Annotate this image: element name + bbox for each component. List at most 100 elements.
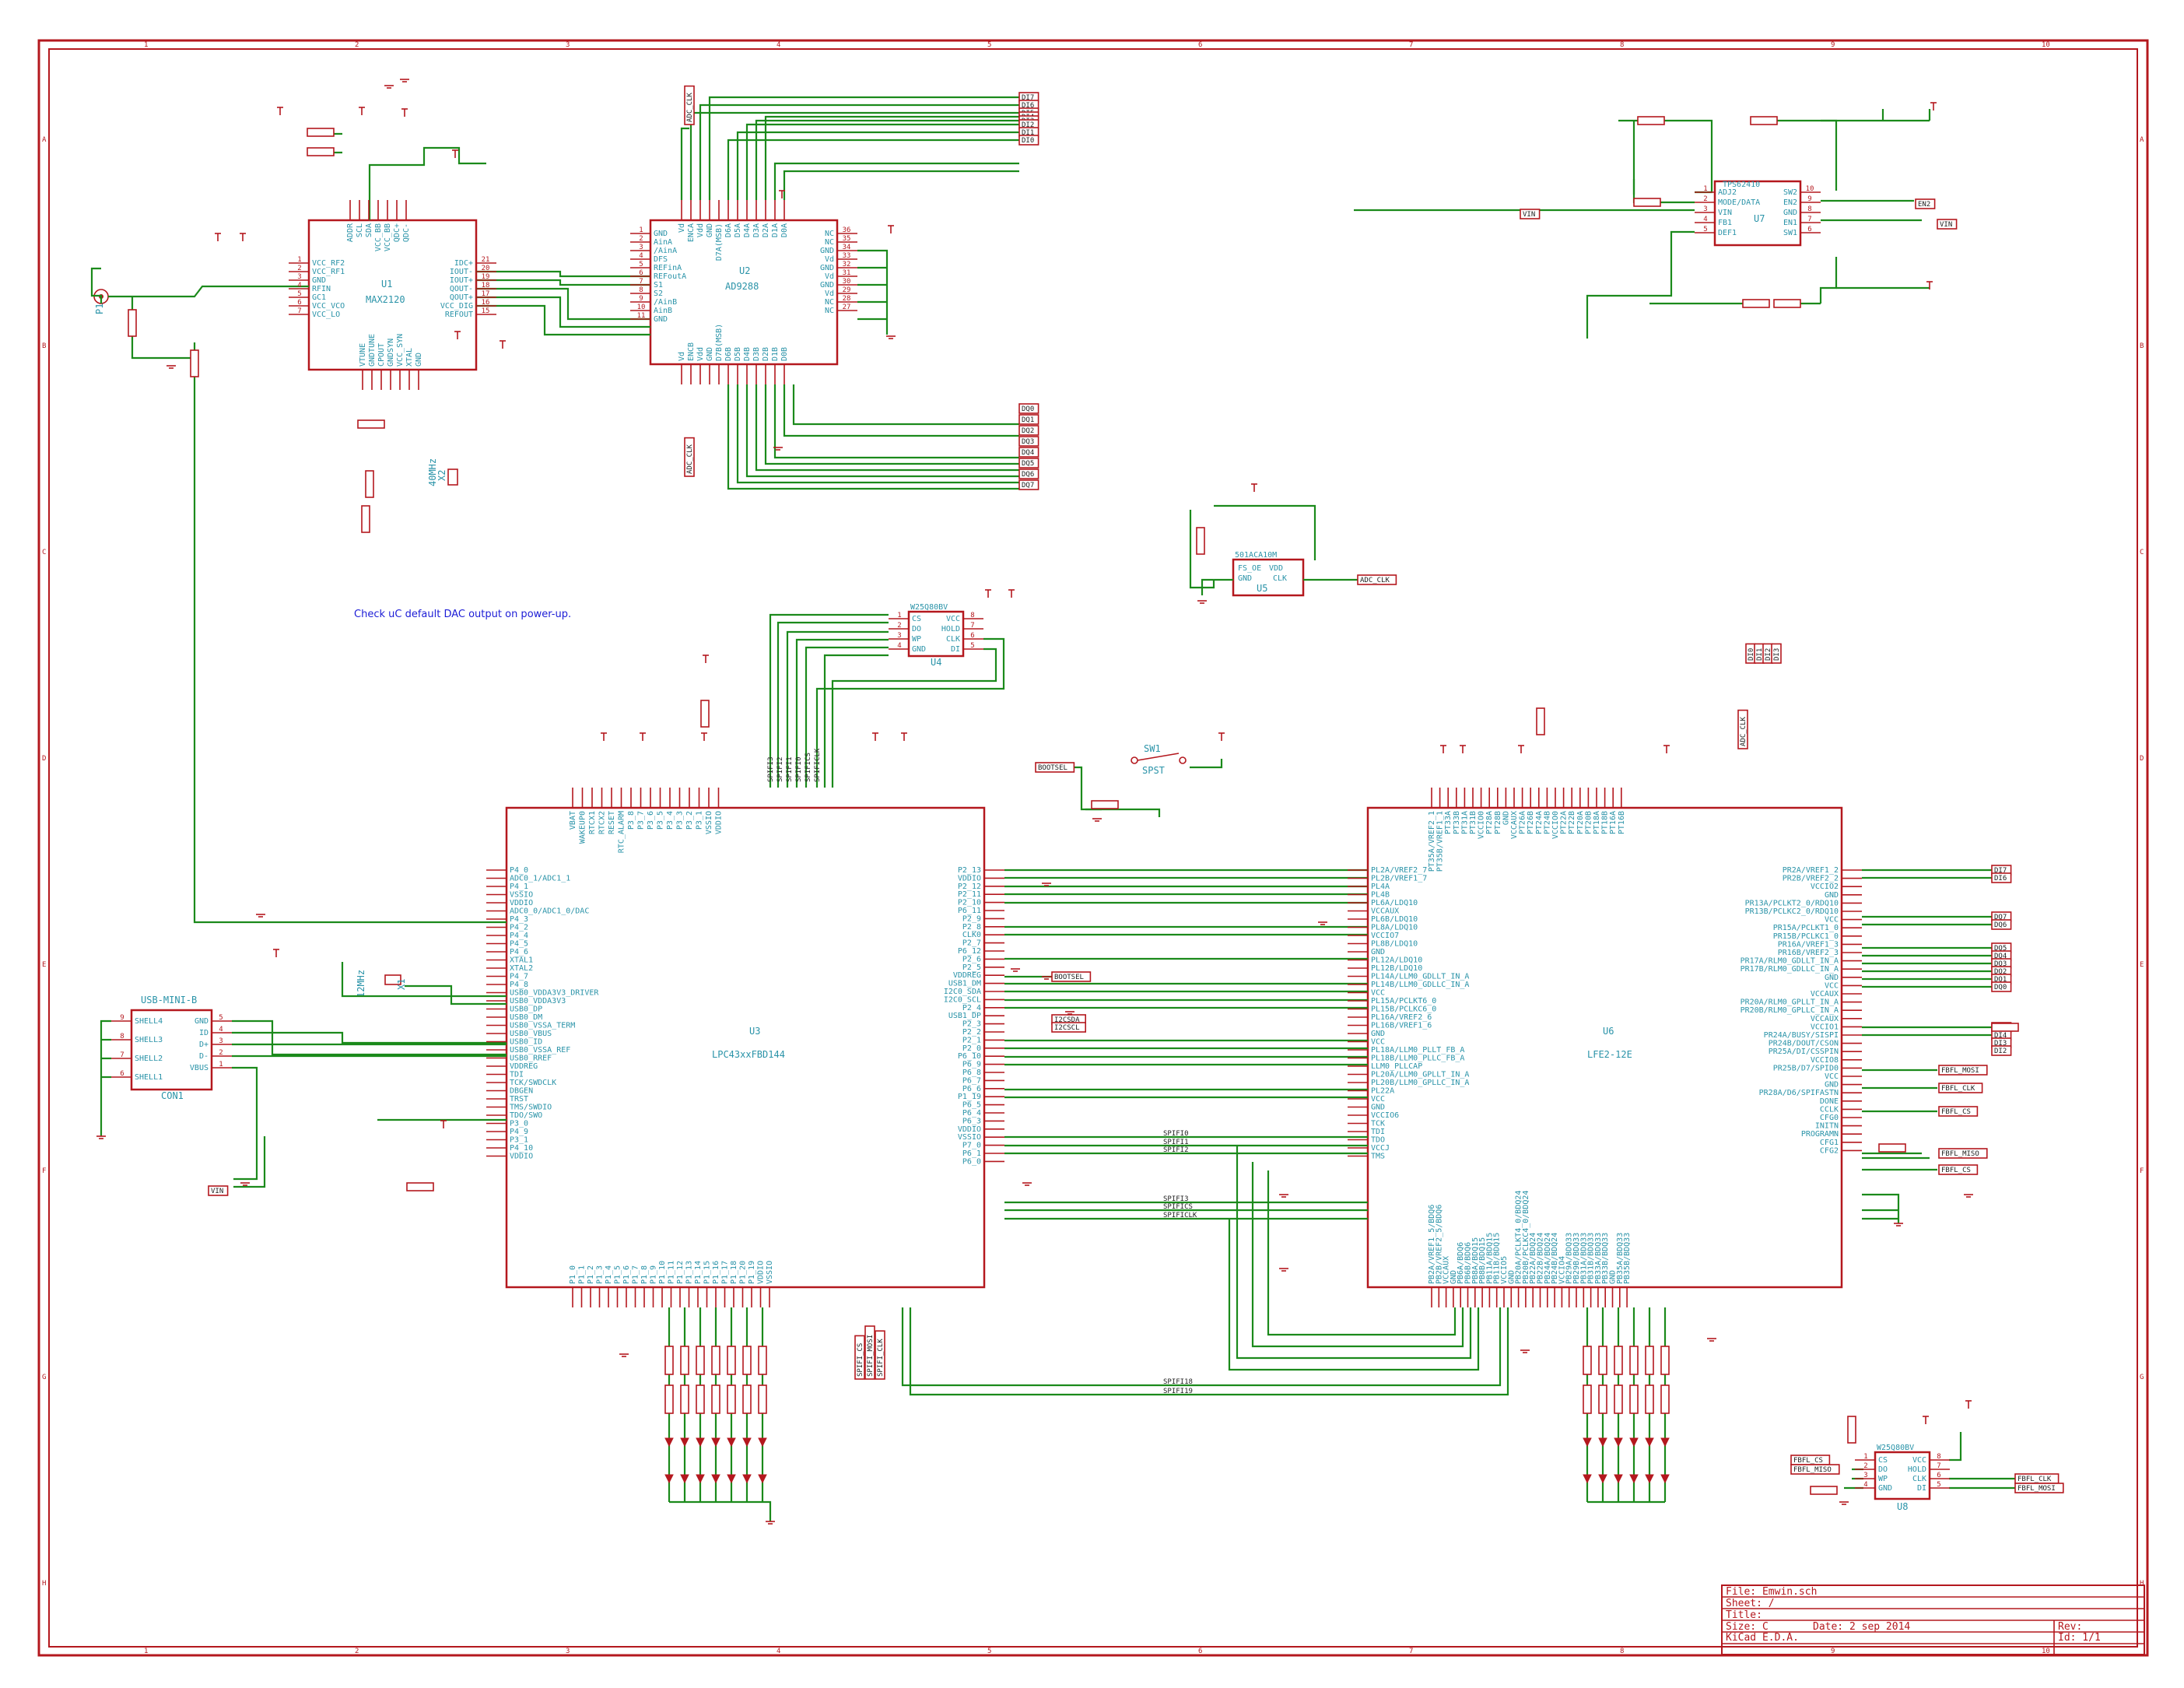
- resistor: [1742, 299, 1770, 308]
- grid-col-label: 2: [355, 41, 359, 49]
- led: [696, 1474, 705, 1484]
- u2-pin-label: D5B: [734, 347, 742, 361]
- led: [758, 1474, 767, 1484]
- u6-pin-label: PB29B/BDQ33: [1572, 1233, 1581, 1284]
- u3-value: LPC43xxFBD144: [712, 1049, 785, 1060]
- u6-pin-label: GND: [1507, 1270, 1516, 1284]
- antenna-connector-p1[interactable]: P1: [93, 289, 109, 314]
- u3-pin-label: USB0_DP: [510, 1005, 542, 1014]
- u3-lpc43xx[interactable]: U3 LPC43xxFBD144: [505, 806, 986, 1289]
- wire: [368, 146, 486, 220]
- u3-pin-label: P2_7: [962, 939, 981, 948]
- u3-pin-label: P2_3: [962, 1020, 981, 1029]
- crystal-40mhz[interactable]: 40MHz X2: [427, 458, 458, 486]
- u2-pin-num: 11: [637, 312, 646, 320]
- con1-usb-mini-b[interactable]: USB-MINI-B CON1: [130, 995, 213, 1101]
- u4-flash[interactable]: W25Q80BV U4: [907, 603, 965, 668]
- u3-pin-label: WAKEUP0: [579, 811, 587, 844]
- u3-pin-label: P2_11: [958, 890, 981, 899]
- net-en2-box: [1915, 198, 1936, 209]
- u1-max2120[interactable]: U1 MAX2120: [307, 219, 478, 371]
- net-d-bottom-box: [1018, 447, 1039, 458]
- wire: [193, 342, 507, 924]
- led: [680, 1437, 689, 1448]
- u2-pin-label: GND: [706, 223, 714, 237]
- u6-pin-label: GND: [1825, 1081, 1839, 1090]
- wire: [131, 297, 195, 360]
- u2-pin-label: GND: [820, 264, 834, 272]
- u2-pin-label: S2: [654, 290, 663, 298]
- u4-pin-label: DO: [912, 625, 921, 633]
- u1-pin-num: 7: [297, 307, 301, 315]
- u6-pin-label: VCC: [1825, 981, 1839, 990]
- p1-ref: P1: [94, 304, 105, 314]
- u3-pin-label: USB0_DM: [510, 1013, 542, 1022]
- grid-row-label: B: [2140, 342, 2144, 350]
- u2-pin-num: 27: [843, 304, 851, 311]
- resistor: [1750, 116, 1778, 125]
- wire: [823, 654, 889, 788]
- resistor: [1810, 1486, 1838, 1495]
- net-d-bottom-box: [1018, 414, 1039, 425]
- u2-pin-label: GND: [820, 247, 834, 255]
- u7-pin-label: DEF1: [1718, 229, 1737, 237]
- u3-pin-label: I2C0_SDA: [944, 988, 981, 996]
- u6-pin-label: VCCIO5: [1500, 1256, 1509, 1284]
- wire: [764, 115, 1019, 200]
- u6-pin-label: VCCAUX: [1443, 1256, 1451, 1284]
- u2-pin-label: D4B: [743, 347, 752, 361]
- u3-pin-label: TCK/SWDCLK: [510, 1079, 556, 1087]
- u1-pin-label: SCL: [356, 223, 364, 237]
- u6-pin-label: CFG0: [1820, 1114, 1839, 1122]
- con1-pin-num: 7: [120, 1051, 124, 1059]
- u3-pin-label: P1_17: [721, 1261, 730, 1284]
- grid-row-label: D: [42, 755, 46, 763]
- u3-pin-label: VDDIO: [757, 1261, 766, 1284]
- resistor: [664, 1346, 674, 1375]
- led: [742, 1437, 752, 1448]
- u6-pin-label: PB31A/BDQ33: [1579, 1233, 1588, 1284]
- u8-pin-label: WP: [1878, 1475, 1888, 1483]
- con1-pin-label: D+: [199, 1041, 209, 1049]
- u5-oscillator[interactable]: 501ACA10M FS_OE VDD GND CLK U5: [1232, 551, 1305, 597]
- u8-pin-num: 7: [1937, 1462, 1940, 1470]
- u2-ad9288[interactable]: U2 AD9288: [649, 219, 839, 366]
- u1-pin-label: GC1: [312, 293, 326, 302]
- net-bootsel: BOOTSEL: [1038, 764, 1067, 772]
- u7-tps62410[interactable]: TPS62410 U7: [1713, 180, 1802, 247]
- led: [1660, 1474, 1670, 1484]
- led: [1614, 1474, 1623, 1484]
- con1-pin-num: 1: [219, 1061, 223, 1069]
- u7-ref: U7: [1754, 213, 1765, 224]
- u6-pin-label: PB35B/BDQ33: [1623, 1233, 1632, 1284]
- wire: [745, 123, 1019, 200]
- u6-lfe2-12e[interactable]: U6 LFE2-12E: [1366, 806, 1843, 1289]
- net-u3-bottom-box: [854, 1335, 865, 1380]
- u2-pin-label: GND: [654, 315, 668, 324]
- u1-pin-num: 15: [482, 307, 490, 315]
- net-d-top: DI0: [1022, 137, 1034, 145]
- u5-ref: U5: [1257, 583, 1267, 594]
- u6-pin-label: PB2A/VREF1_5/BDQ6: [1428, 1205, 1436, 1284]
- net-u3-bottom-box: [864, 1325, 875, 1380]
- net-top-fpga: DI2: [1765, 648, 1772, 661]
- con1-pin-num: 6: [120, 1070, 124, 1078]
- resistor: [1645, 1384, 1654, 1414]
- crystal-12mhz[interactable]: 12MHz X1: [356, 970, 407, 998]
- tb-rev: Rev:: [2058, 1621, 2082, 1633]
- net-top-fpga: DI0: [1748, 648, 1755, 661]
- resistor: [1614, 1384, 1623, 1414]
- resistor: [1773, 299, 1801, 308]
- wire: [857, 249, 889, 335]
- u8-flash[interactable]: W25Q80BV U8: [1874, 1444, 1931, 1512]
- u1-pin-label: VCC_VCO: [312, 302, 345, 311]
- u3-pin-label: VBAT: [569, 811, 577, 830]
- u6-pin-label: PR2B/VREF2_2: [1783, 875, 1839, 883]
- u2-pin-label: Vd: [825, 272, 834, 281]
- net-d-bottom-box: [1018, 468, 1039, 479]
- u6-pin-label: PT33A: [1444, 811, 1453, 834]
- sw1-switch[interactable]: SW1 SPST: [1131, 743, 1187, 776]
- u4-pin-label: HOLD: [941, 625, 960, 633]
- u6-pin-label: DONE: [1820, 1097, 1839, 1106]
- u6-pin-label: PT28A: [1485, 811, 1494, 834]
